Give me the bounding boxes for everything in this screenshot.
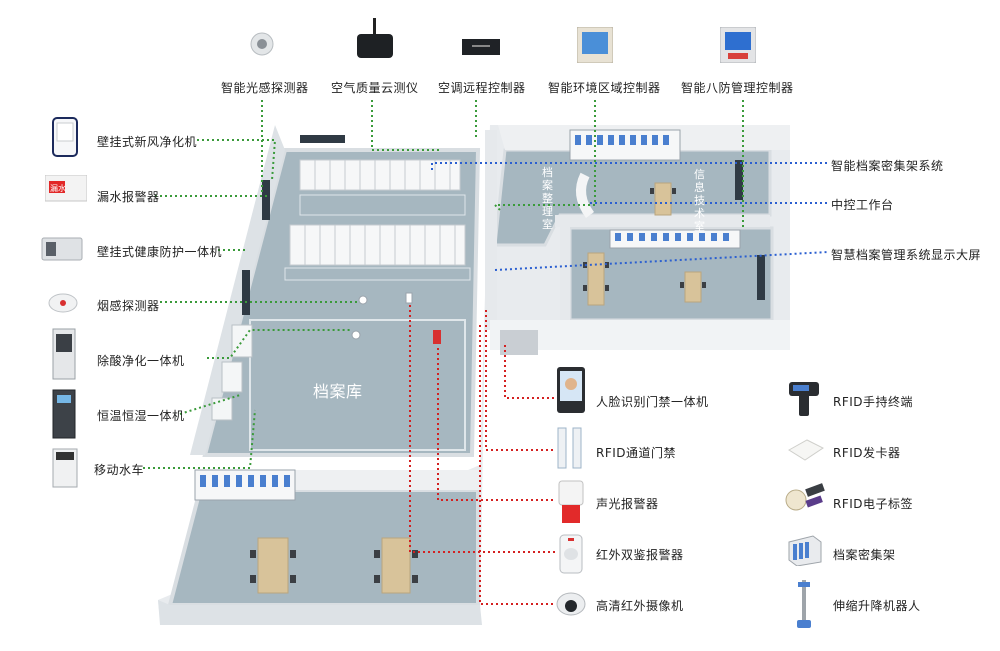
top-device-label: 智能八防管理控制器 (681, 81, 794, 95)
access-device-label: RFID通道门禁 (596, 446, 677, 460)
fresh-air-purifier-icon (52, 117, 78, 161)
infrared-dual-alarm-icon (559, 534, 583, 578)
mobile-water-cart-icon (52, 448, 78, 494)
right-system-label: 中控工作台 (831, 198, 894, 212)
svg-text:漏水: 漏水 (50, 183, 66, 193)
access-device-label: 人脸识别门禁一体机 (596, 395, 709, 409)
health-protection-unit-icon (40, 236, 84, 266)
rfid-tag-icon (782, 482, 828, 520)
top-device-label: 智能环境区域控制器 (548, 81, 661, 95)
rfid-card-issuer-icon (785, 436, 825, 468)
light-sensor-icon (250, 32, 274, 60)
acid-purifier-icon (52, 328, 76, 384)
left-device-label: 除酸净化一体机 (97, 354, 185, 368)
rfid-gate-icon (556, 427, 584, 473)
right-system-label: 智慧档案管理系统显示大屏 (831, 248, 982, 262)
rfid-device-label: RFID电子标签 (833, 497, 914, 511)
eight-defense-controller-icon (719, 26, 757, 67)
left-device-label: 移动水车 (94, 463, 145, 477)
temperature-humidity-unit-icon (52, 389, 76, 443)
top-device-label: 空调远程控制器 (438, 81, 526, 95)
rfid-device-label: 伸缩升降机器人 (833, 599, 921, 613)
water-leak-alarm-icon: 漏水 (44, 174, 88, 207)
rfid-device-label: RFID手持终端 (833, 395, 914, 409)
environment-controller-icon (576, 26, 614, 67)
face-recognition-terminal-icon (556, 366, 586, 418)
air-quality-monitor-icon (355, 18, 395, 64)
left-device-label: 壁挂式新风净化机 (97, 135, 198, 149)
top-device-label: 智能光感探测器 (221, 81, 309, 95)
left-device-label: 恒温恒湿一体机 (97, 409, 185, 423)
rfid-handheld-icon (785, 378, 823, 422)
left-device-label: 烟感探测器 (97, 299, 160, 313)
access-device-label: 红外双鉴报警器 (596, 548, 684, 562)
processing-room-label: 档案整理室 (542, 166, 553, 231)
right-system-label: 智能档案密集架系统 (831, 159, 944, 173)
compact-shelving-icon (785, 532, 825, 570)
archive-room-label: 档案库 (313, 382, 363, 401)
rfid-device-label: RFID发卡器 (833, 446, 901, 460)
lifting-robot-icon (795, 578, 813, 634)
access-device-label: 声光报警器 (596, 497, 659, 511)
left-device-label: 漏水报警器 (97, 190, 160, 204)
left-device-label: 壁挂式健康防护一体机 (97, 245, 223, 259)
smoke-detector-icon (48, 291, 78, 317)
access-device-label: 高清红外摄像机 (596, 599, 684, 613)
rfid-device-label: 档案密集架 (833, 548, 896, 562)
sound-light-alarm-icon (558, 480, 584, 530)
it-room-label: 信息技术室 (694, 168, 705, 233)
top-device-label: 空气质量云测仪 (331, 81, 419, 95)
ac-controller-icon (462, 37, 502, 61)
hd-infrared-camera-icon (556, 591, 586, 621)
